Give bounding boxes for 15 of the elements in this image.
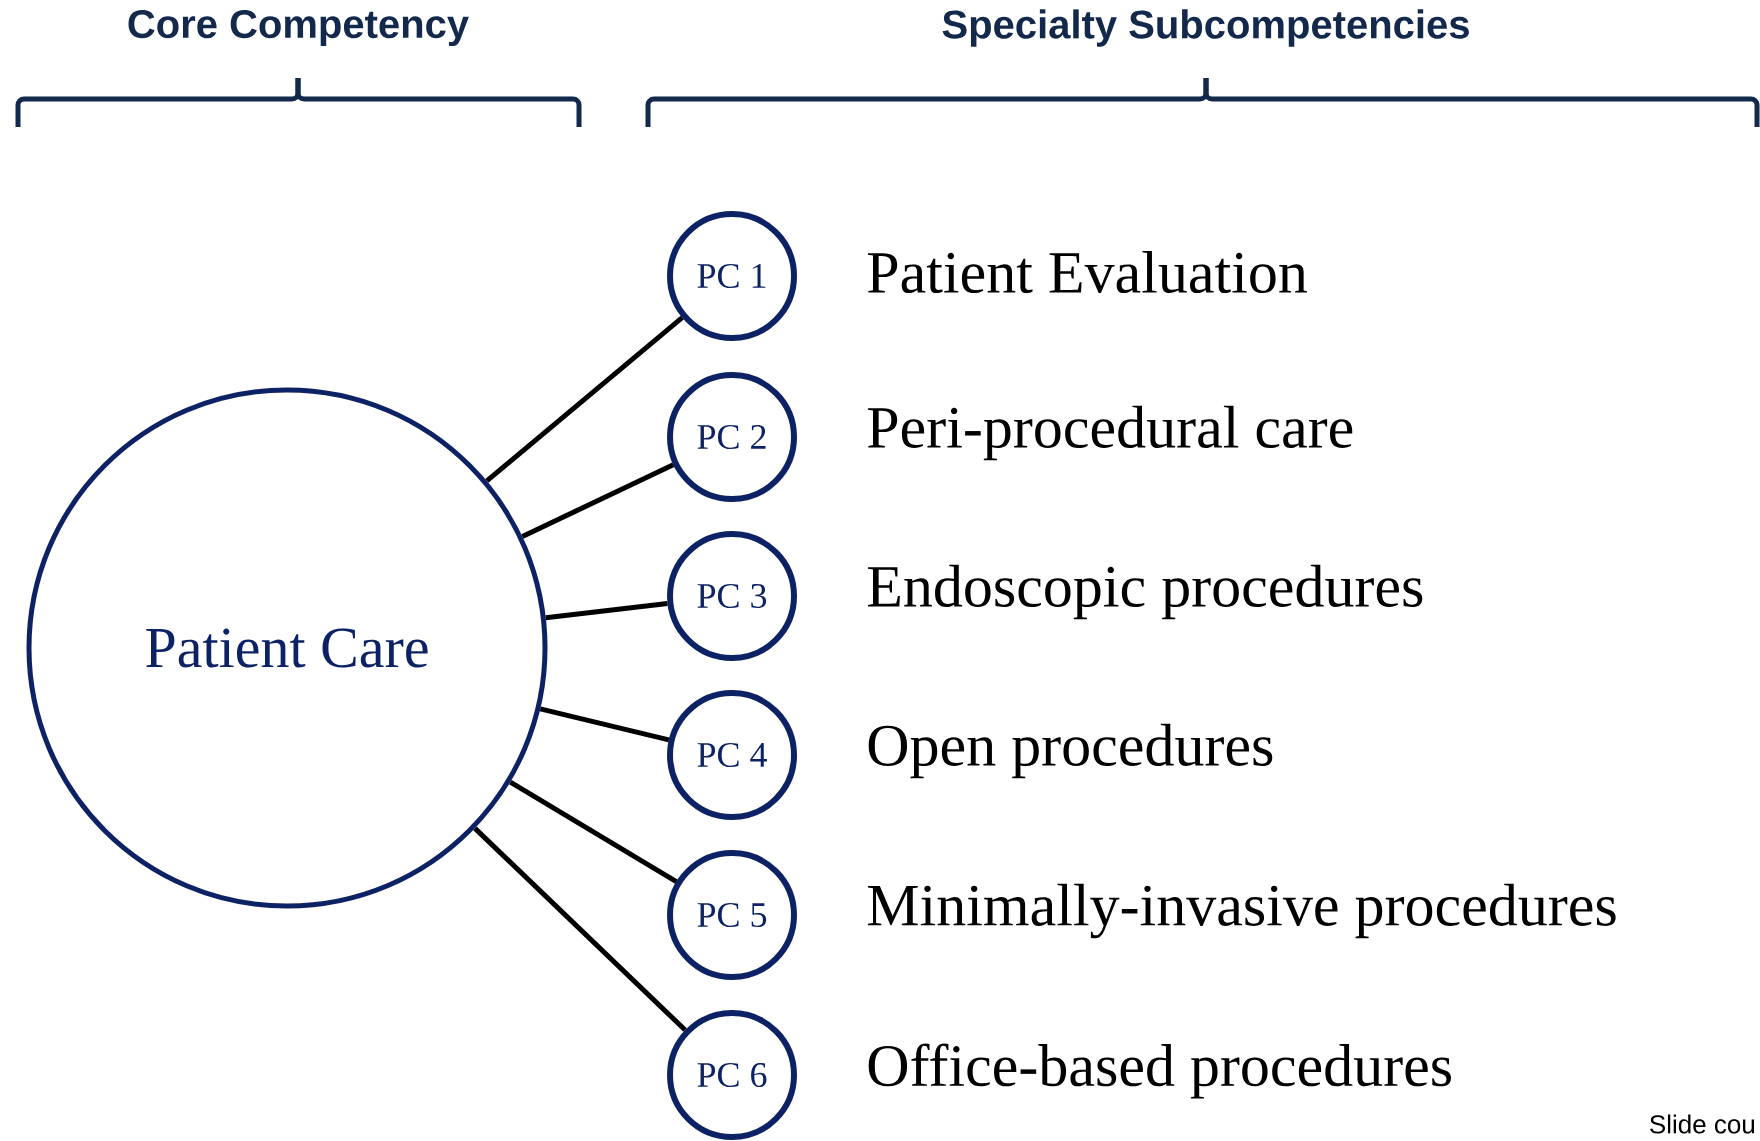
connector-line [521,462,675,539]
description-text: Minimally-invasive procedures [867,883,1616,939]
heading: Specialty Subcompetencies [942,9,1469,47]
connector-line [485,315,684,483]
description-text: Open procedures [868,723,1273,779]
description-text: Endoscopic procedures [867,564,1423,620]
source-note: Slide cou [1650,1114,1755,1134]
connector-line [539,706,670,743]
connector-line [545,601,668,621]
heading: Core Competency [128,9,469,47]
connector-line [509,779,678,884]
description-text: Patient Evaluation [867,250,1307,294]
description-text: Peri-procedural care [867,405,1353,461]
description-text: Office-based procedures [868,1043,1451,1099]
connector-line [473,826,687,1032]
